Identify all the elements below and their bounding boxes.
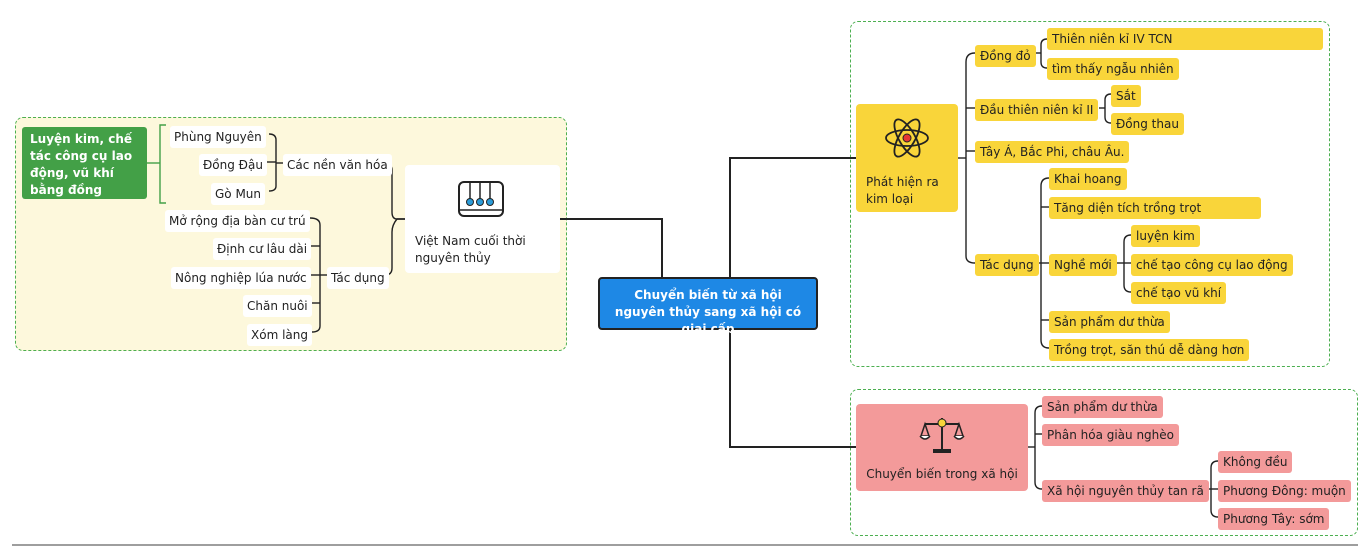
vietnam-late-primitive-label: Việt Nam cuối thời nguyên thủy bbox=[415, 234, 526, 265]
collapse-item[interactable]: Không đều bbox=[1218, 451, 1293, 473]
new-job-item[interactable]: chế tạo vũ khí bbox=[1131, 282, 1227, 304]
early-millennium-node[interactable]: Đầu thiên niên kỉ II bbox=[975, 99, 1099, 121]
left-effect-item[interactable]: Định cư lâu dài bbox=[213, 238, 312, 260]
metal-group-frame bbox=[850, 21, 1330, 367]
metal-discovery-node[interactable]: Phát hiện ra kim loại bbox=[856, 104, 958, 212]
metal-effect-node[interactable]: Tác dụng bbox=[975, 254, 1039, 276]
collapse-item[interactable]: Phương Đông: muộn bbox=[1218, 480, 1351, 502]
collapse-item[interactable]: Phương Tây: sớm bbox=[1218, 508, 1330, 530]
left-effect-node[interactable]: Tác dụng bbox=[327, 267, 389, 289]
new-jobs-node[interactable]: Nghề mới bbox=[1049, 254, 1117, 276]
scale-icon bbox=[919, 418, 965, 453]
early-item[interactable]: Sắt bbox=[1111, 85, 1141, 107]
cradle-icon bbox=[458, 181, 504, 217]
metal-effect-item[interactable]: Trồng trọt, săn thú dễ dàng hơn bbox=[1049, 339, 1250, 361]
new-job-item[interactable]: chế tạo công cụ lao động bbox=[1131, 254, 1293, 276]
left-effect-item[interactable]: Xóm làng bbox=[247, 324, 312, 346]
left-effect-item[interactable]: Chăn nuôi bbox=[243, 295, 312, 317]
atom-icon bbox=[885, 118, 929, 158]
metal-effect-item[interactable]: Khai hoang bbox=[1049, 168, 1127, 190]
new-job-item[interactable]: luyện kim bbox=[1131, 225, 1200, 247]
left-effect-item[interactable]: Nông nghiệp lúa nước bbox=[171, 267, 311, 289]
society-item[interactable]: Sản phẩm dư thừa bbox=[1042, 396, 1163, 418]
culture-node[interactable]: Các nền văn hóa bbox=[283, 154, 392, 176]
copper-node[interactable]: Đồng đỏ bbox=[975, 45, 1036, 67]
left-effect-item[interactable]: Mở rộng địa bàn cư trú bbox=[165, 210, 310, 232]
early-item[interactable]: Đồng thau bbox=[1111, 113, 1184, 135]
copper-item[interactable]: Thiên niên kỉ IV TCN bbox=[1047, 28, 1323, 50]
copper-item[interactable]: tìm thấy ngẫu nhiên bbox=[1047, 58, 1179, 80]
culture-item[interactable]: Đồng Đậu bbox=[199, 154, 267, 176]
central-topic[interactable]: Chuyển biến từ xã hội nguyên thủy sang x… bbox=[598, 277, 818, 336]
metal-effect-item[interactable]: Sản phẩm dư thừa bbox=[1049, 311, 1170, 333]
region-node[interactable]: Tây Á, Bắc Phi, châu Âu. bbox=[975, 141, 1130, 163]
society-group-frame bbox=[850, 389, 1358, 536]
metallurgy-note[interactable]: Luyện kim, chế tác công cụ lao động, vũ … bbox=[22, 127, 147, 199]
metal-discovery-label: Phát hiện ra kim loại bbox=[866, 175, 939, 206]
collapse-node[interactable]: Xã hội nguyên thủy tan rã bbox=[1042, 480, 1209, 502]
metal-effect-item[interactable]: Tăng diện tích trồng trọt bbox=[1049, 197, 1261, 219]
culture-item[interactable]: Gò Mun bbox=[211, 183, 266, 205]
culture-item[interactable]: Phùng Nguyên bbox=[170, 126, 266, 148]
canvas-bottom-border bbox=[12, 544, 1358, 546]
society-item[interactable]: Phân hóa giàu nghèo bbox=[1042, 424, 1180, 446]
society-change-label: Chuyển biến trong xã hội bbox=[866, 467, 1018, 481]
